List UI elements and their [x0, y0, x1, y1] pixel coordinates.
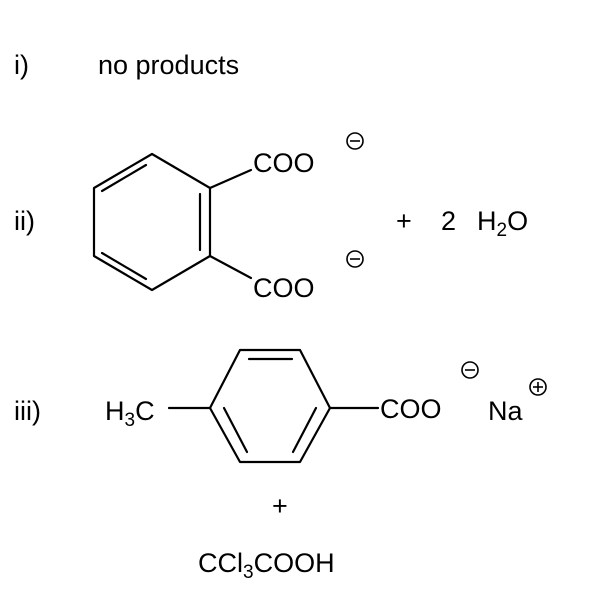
item-ii-label: ii): [14, 206, 35, 236]
top-carboxylate-label: COO: [253, 148, 315, 178]
bottom-carboxylate-label: COO: [253, 273, 315, 303]
phthalate-benzene-ring: [92, 152, 212, 292]
positive-charge-icon: [529, 378, 547, 396]
negative-charge-icon: [346, 250, 364, 268]
methyl-group-label: H3C: [105, 396, 155, 431]
sodium-ion-label: Na: [488, 396, 523, 426]
item-iii-plus: +: [272, 491, 288, 521]
negative-charge-icon: [346, 132, 364, 150]
bond-to-top-carboxylate: [208, 168, 253, 190]
negative-charge-icon: [461, 361, 479, 379]
toluate-benzene-ring: [208, 348, 332, 464]
item-i-label: i): [14, 50, 29, 80]
item-ii-plus: +: [396, 206, 412, 236]
toluate-carboxylate-label: COO: [380, 394, 442, 424]
water-formula: H2O: [477, 206, 528, 241]
bond-to-bottom-carboxylate: [208, 254, 253, 280]
item-iii-label: iii): [14, 396, 41, 426]
water-coefficient: 2: [441, 206, 456, 236]
trichloroacetic-acid-label: CCl3COOH: [198, 548, 335, 583]
item-i-text: no products: [98, 50, 239, 80]
